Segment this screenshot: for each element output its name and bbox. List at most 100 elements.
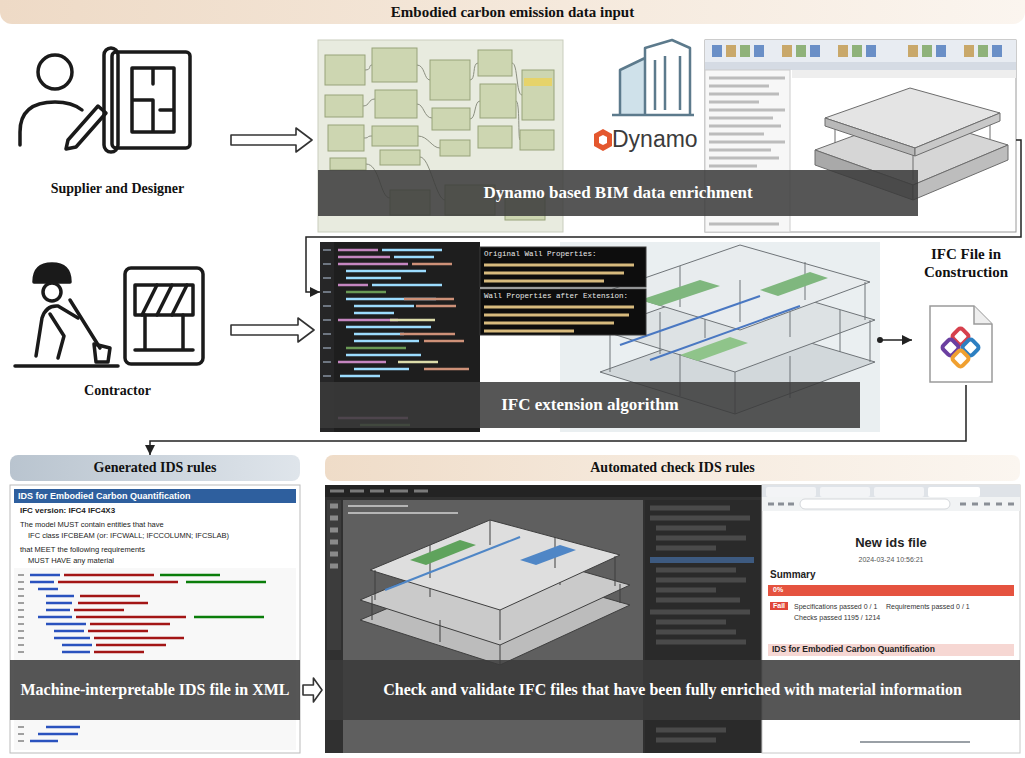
caption-band: Dynamo based BIM data enrichment [318, 170, 918, 216]
contractor-icon-part [36, 306, 78, 356]
document-line: that MEET the following requirements [20, 546, 145, 555]
revit-screenshot-part-part [754, 45, 764, 57]
node-text: Contractor [84, 383, 151, 400]
dynamo-graph-screenshot-part-part [325, 55, 365, 85]
revit-screenshot-part-part [852, 45, 862, 57]
revit-screenshot-part-part [866, 45, 876, 57]
blender-screenshot-part [385, 537, 520, 590]
dynamo-logo-part [594, 129, 612, 151]
browser-report-screenshot-part [762, 485, 1020, 497]
terminal-output-screenshot-part [480, 247, 646, 287]
terminal-output-screenshot-part [484, 307, 634, 331]
revit-screenshot-part-part [825, 118, 915, 156]
blender-screenshot-part [330, 506, 338, 566]
contractor-icon-part [94, 344, 110, 362]
ifc-model-render-part [640, 280, 720, 306]
revit-screenshot-part-part [913, 145, 1008, 200]
section-header-band: Embodied carbon emission data input [0, 0, 1025, 24]
browser-report-screenshot-part [928, 487, 980, 497]
revit-screenshot-part-part [838, 45, 848, 57]
contractor-icon-part [135, 285, 193, 315]
ifc-file-icon [930, 306, 992, 382]
ifc-file-icon-part [974, 306, 992, 324]
revit-screenshot-part [726, 45, 974, 57]
revit-screenshot-part-part [712, 45, 722, 57]
document-line: MUST HAVE any material [28, 557, 114, 566]
report-stat: Requirements passed 0 / 1 [886, 603, 970, 611]
supplier-designer-icon-part [38, 55, 72, 89]
ids-document-screenshot-part [160, 575, 266, 617]
revit-screenshot-part [740, 45, 988, 57]
logo-wordmark: Dynamo [612, 126, 698, 152]
blender-screenshot-part [360, 520, 630, 665]
node-text: Dynamo based BIM data enrichment [483, 183, 752, 203]
hollow-arrow [231, 128, 312, 152]
node-text: Check and validate IFC files that have b… [383, 680, 962, 699]
dynamo-graph-screenshot-part-part [480, 84, 516, 118]
code-editor-screenshot-part [323, 250, 331, 376]
report-stat: Checks passed 1195 / 1214 [794, 614, 880, 622]
revit-screenshot-part-part [825, 88, 1000, 148]
hollow-arrow [303, 678, 322, 702]
progress-value: 0% [773, 586, 783, 594]
browser-report-screenshot-part-part [820, 487, 870, 497]
dynamo-graph-screenshot-part-part [330, 158, 366, 170]
terminal-output-screenshot-part [480, 289, 646, 335]
dynamo-graph-screenshot-part-part [478, 50, 512, 76]
node-text: Automated check IDS rules [590, 460, 755, 477]
ids-document-screenshot-part [58, 575, 186, 652]
blender-screenshot-part [348, 506, 458, 513]
status-badge: Fail [770, 602, 788, 610]
node-text: Machine-interpretable IDS file in XML [20, 680, 289, 699]
browser-report-screenshot-part [800, 499, 950, 509]
ifc-file-icon-part [930, 306, 992, 382]
browser-report-screenshot-part-part [874, 487, 924, 497]
revit-screenshot-part-part [915, 113, 1000, 156]
dynamo-graph-screenshot-part-part [520, 130, 554, 150]
caption-band: Check and validate IFC files that have b… [325, 660, 1020, 720]
revit-screenshot-part-part [978, 45, 988, 57]
contractor-icon-part [70, 300, 100, 348]
browser-report-screenshot-part [768, 644, 1014, 656]
report-date: 2024-03-24 10:56:21 [762, 556, 1020, 564]
screenshot-panel: Check and validate IFC files that have b… [325, 485, 1020, 753]
terminal-output-screenshot [480, 247, 646, 335]
revit-screenshot-part [712, 45, 1002, 57]
node-text: IFC extension algorithm [501, 395, 679, 415]
dynamo-graph-screenshot-part-part [375, 90, 417, 118]
actor-icon-node: Supplier and Designer [10, 40, 225, 198]
blender-screenshot-part-part [370, 520, 620, 610]
revit-screenshot-part-part [992, 45, 1002, 57]
code-editor-screenshot-part [340, 250, 442, 376]
dynamo-graph-screenshot-part-part [430, 60, 470, 100]
revit-screenshot-part-part [964, 45, 974, 57]
caption-band: IFC extension algorithm [320, 382, 860, 428]
report-title: New ids file [762, 536, 1020, 551]
code-editor-screenshot-part [390, 320, 438, 362]
supplier-designer-icon-part [132, 68, 174, 132]
document-line: IFC version: IFC4 IFC4X3 [20, 506, 115, 515]
node-text: Generated IDS rules [94, 460, 217, 477]
section-header-band: Automated check IDS rules [325, 455, 1020, 481]
supplier-designer-icon-part [112, 52, 190, 148]
contractor-icon-part [50, 314, 64, 358]
dynamo-graph-screenshot-part-part [372, 48, 417, 82]
ids-document-screenshot-part [14, 568, 296, 750]
blender-screenshot-part [410, 540, 476, 565]
dynamo-graph-screenshot-part-part [522, 70, 554, 120]
revit-screenshot-part [705, 40, 1016, 62]
blender-screenshot-part [330, 490, 428, 493]
section-header-band: Generated IDS rules [10, 455, 300, 481]
dynamo-graph-screenshot-part-part [380, 150, 420, 165]
revit-screenshot-part-part [740, 45, 750, 57]
revit-screenshot-part-part [936, 45, 946, 57]
report-heading: IDS for Embodied Carbon Quantification [772, 645, 935, 655]
browser-report-screenshot-part [766, 487, 924, 497]
actor-icon-node: Contractor [10, 250, 225, 400]
ifc-file-node: IFC File in Construction [912, 245, 1020, 385]
report-heading: Summary [770, 569, 816, 581]
ifc-file-icon-part [941, 327, 979, 367]
dynamo-graph-screenshot-part-part [478, 126, 512, 148]
revit-screenshot-part-part [922, 45, 932, 57]
